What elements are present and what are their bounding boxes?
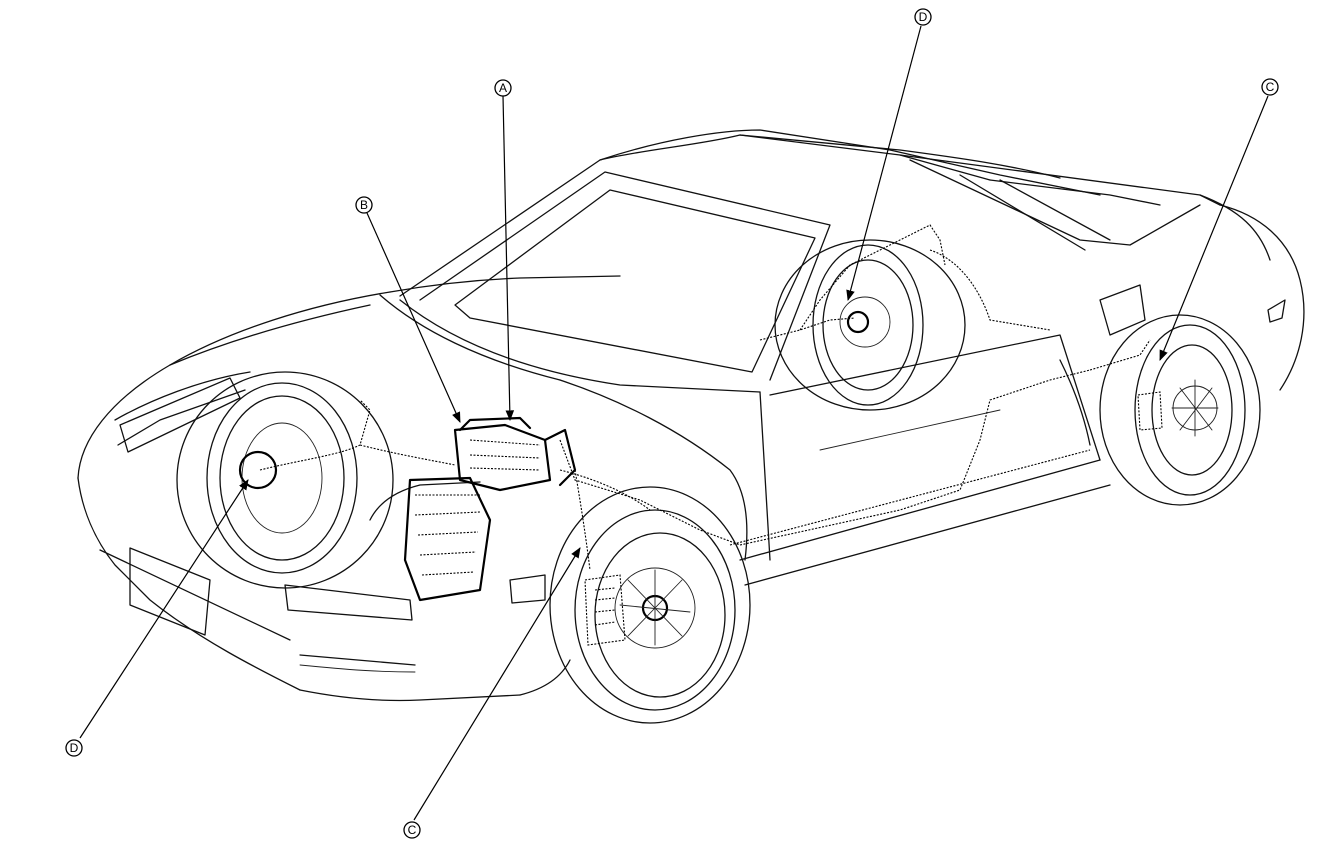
leader-d-front [79,479,249,739]
car-body [77,129,1305,702]
callout-c-front: C [403,821,421,839]
callout-c-front-label: C [408,823,417,837]
callout-c-rear: C [1261,78,1279,96]
callout-d-rear: D [914,8,932,26]
leader-lines [79,25,1269,821]
rear-left-wheel [774,239,966,411]
leader-c-rear [1159,95,1269,361]
leader-a [502,95,515,422]
callout-d-front-label: D [70,741,79,755]
leader-b [366,212,461,423]
callout-a: A [494,79,512,97]
leader-d-rear [846,25,922,302]
rear-right-wheel [1099,314,1261,506]
front-left-wheel [176,371,394,589]
callout-a-label: A [499,81,507,95]
callout-b-label: B [360,198,368,212]
leader-c-front [413,547,581,821]
callout-c-rear-label: C [1266,80,1275,94]
abs-modulator-assembly [403,416,577,602]
front-right-wheel [549,486,751,724]
callout-d-rear-label: D [919,10,928,24]
callout-b: B [355,196,373,214]
callout-d-front: D [65,739,83,757]
brake-lines [259,224,1151,571]
